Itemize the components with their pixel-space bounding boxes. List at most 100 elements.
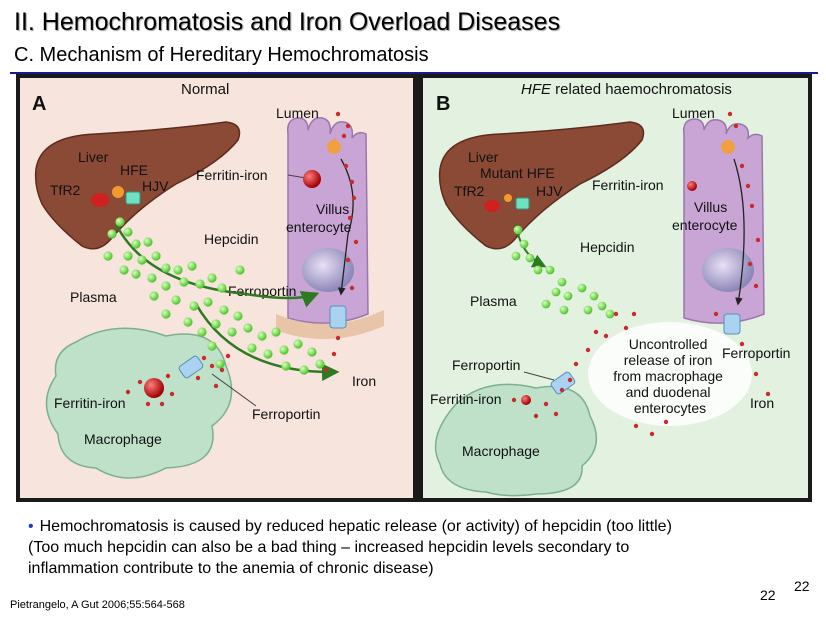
hepcidin-particle [546, 266, 555, 275]
iron-particle [748, 262, 752, 266]
tfr2-receptor [91, 193, 109, 207]
iron-particle [350, 180, 354, 184]
hepcidin-particle [171, 295, 180, 304]
iron-particle [202, 356, 206, 360]
hepcidin-particle [173, 265, 182, 274]
tfr2-receptor-b [484, 200, 500, 212]
panel-b-heading-rest: related haemochromatosis [551, 81, 732, 98]
hepcidin-particle [219, 305, 228, 314]
iron-label-b: Iron [750, 395, 774, 411]
hepcidin-particle [247, 343, 256, 352]
hjv-label-b: HJV [536, 183, 563, 199]
panel-a-heading: Normal [181, 81, 229, 98]
tfr2-label: TfR2 [50, 182, 81, 198]
iron-particle [126, 390, 130, 394]
iron-particle [332, 352, 336, 356]
tfr2-label-b: TfR2 [454, 183, 485, 199]
caption-line-1: •Hemochromatosis is caused by reduced he… [28, 516, 818, 537]
iron-particle [574, 362, 578, 366]
iron-particle [160, 402, 164, 406]
hepcidin-particle [512, 252, 521, 261]
mechanism-figure: A Normal Liver HFE TfR2 HJV Ferritin-iro… [16, 74, 812, 502]
iron-particle [226, 354, 230, 358]
iron-particle [342, 134, 346, 138]
iron-particle [336, 112, 340, 116]
hepcidin-particle [526, 254, 535, 263]
iron-particle [348, 216, 352, 220]
iron-particle [346, 258, 350, 262]
iron-particle [544, 402, 548, 406]
panel-b-heading-hfe: HFE [521, 81, 552, 98]
ferroportin-enterocyte-b [724, 314, 740, 334]
hepcidin-particle [217, 283, 226, 292]
hepcidin-particle [584, 306, 593, 315]
enterocyte-nucleus-b [702, 248, 754, 292]
ferroportin-enterocyte [330, 306, 346, 328]
caption: •Hemochromatosis is caused by reduced he… [28, 516, 818, 579]
iron-particle [166, 374, 170, 378]
dmt1-transporter-b [721, 140, 735, 154]
hepcidin-particle [263, 349, 272, 358]
hepcidin-particle [564, 292, 573, 301]
ferritin-iron-enterocyte-b [687, 181, 697, 191]
villus-label-2: enterocyte [286, 219, 352, 235]
hepcidin-particle [542, 300, 551, 309]
iron-particle [624, 326, 628, 330]
hepcidin-particle [558, 278, 567, 287]
hjv-protein-b [516, 198, 529, 209]
plasma-label: Plasma [70, 289, 117, 305]
ferroportin-left-label-b: Ferroportin [452, 357, 520, 373]
iron-particle [714, 312, 718, 316]
hepcidin-particle [151, 251, 160, 260]
panel-a-letter: A [32, 93, 46, 115]
iron-particle [350, 286, 354, 290]
hepcidin-particle [211, 319, 220, 328]
macrophage-ferritin [144, 378, 164, 398]
caption-line-3: inflammation contribute to the anemia of… [28, 558, 818, 579]
uncontrolled-line-4: and duodenal [626, 384, 711, 400]
iron-particle [554, 412, 558, 416]
iron-particle [650, 432, 654, 436]
hepcidin-particle [123, 227, 132, 236]
panel-b: B HFE related haemochromatosis Liver Mut… [423, 78, 808, 498]
hepcidin-particle [131, 239, 140, 248]
hepcidin-particle [203, 297, 212, 306]
iron-label: Iron [352, 373, 376, 389]
iron-particle [534, 414, 538, 418]
hjv-label: HJV [142, 178, 169, 194]
iron-particle [146, 402, 150, 406]
ferritin-iron-enterocyte [303, 170, 321, 188]
hepcidin-particle [590, 292, 599, 301]
panel-a: A Normal Liver HFE TfR2 HJV Ferritin-iro… [20, 78, 413, 498]
iron-particle [354, 240, 358, 244]
iron-particle [346, 124, 350, 128]
hepcidin-particle [179, 277, 188, 286]
ferroportin-right-label-b: Ferroportin [722, 345, 790, 361]
iron-particle [196, 376, 200, 380]
hjv-protein [126, 192, 140, 204]
hfe-protein [112, 186, 124, 198]
ferritin-iron-top-label: Ferritin-iron [196, 167, 268, 183]
hepcidin-particle [299, 365, 308, 374]
iron-particle [754, 284, 758, 288]
slide-title: II. Hemochromatosis and Iron Overload Di… [14, 8, 560, 37]
liver-label: Liver [78, 149, 109, 165]
hepcidin-particle [149, 291, 158, 300]
iron-particle [170, 392, 174, 396]
hepcidin-particle [103, 251, 112, 260]
iron-particle [740, 164, 744, 168]
ferritin-iron-bottom-label-b: Ferritin-iron [430, 391, 502, 407]
macrophage-label: Macrophage [84, 431, 162, 447]
uncontrolled-line-5: enterocytes [634, 400, 706, 416]
hepcidin-particle [598, 302, 607, 311]
iron-particle [604, 334, 608, 338]
iron-particle [746, 184, 750, 188]
lumen-label-b: Lumen [672, 105, 715, 121]
hepcidin-particle [227, 327, 236, 336]
hepcidin-particle [534, 266, 543, 275]
hepcidin-particle [207, 341, 216, 350]
ferritin-iron-top-label-b: Ferritin-iron [592, 177, 664, 193]
hepcidin-particle [123, 251, 132, 260]
iron-particle [634, 424, 638, 428]
hepcidin-particle [514, 226, 523, 235]
